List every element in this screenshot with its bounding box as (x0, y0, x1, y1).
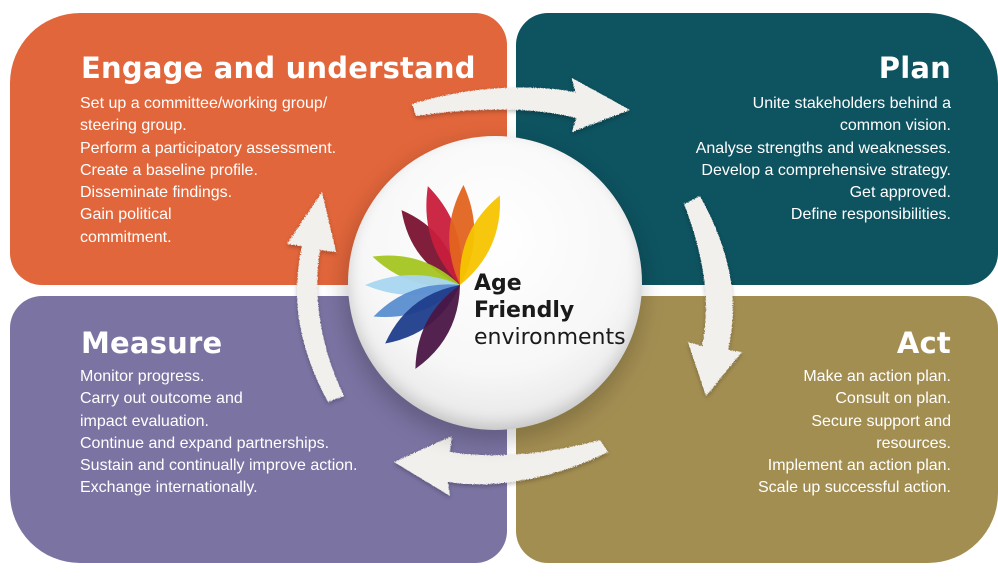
engage-item: Disseminate findings. (80, 184, 233, 202)
engage-list: Set up a committee/working group/ steeri… (80, 93, 380, 249)
age-friendly-logo-text: Age Friendly environments (474, 270, 626, 351)
engage-quadrant: Engage and understand Set up a committee… (10, 13, 507, 285)
logo-petal (385, 285, 460, 344)
act-list: Make an action plan. Consult on plan. Se… (651, 366, 951, 500)
engage-item: Perform a participatory assessment. (80, 139, 337, 157)
arrow-act-to-measure (394, 436, 608, 496)
act-item: Scale up successful action. (758, 479, 951, 497)
arrow-measure-to-engage (287, 192, 344, 402)
measure-quadrant: Measure Monitor progress. Carry out outc… (10, 296, 507, 563)
measure-item: Sustain and continually improve action. (80, 457, 358, 475)
logo-petal (459, 195, 501, 285)
logo-line-age: Age (474, 271, 522, 296)
plan-item: Unite stakeholders behind a common visio… (752, 95, 951, 135)
plan-item: Develop a comprehensive strategy. (701, 161, 951, 179)
arrow-engage-to-plan (412, 78, 630, 132)
logo-petals (365, 185, 501, 369)
engage-item: Set up a committee/working group/ steeri… (80, 95, 328, 135)
act-item: Secure support and resources. (811, 412, 951, 452)
measure-item: Monitor progress. (80, 368, 205, 385)
measure-item: Exchange internationally. (80, 479, 258, 497)
plan-item: Analyse strengths and weaknesses. (695, 139, 951, 157)
plan-title: Plan (878, 51, 951, 85)
engage-item: Gain political commitment. (80, 206, 172, 246)
logo-line-friendly: Friendly (474, 298, 575, 323)
arrow-plan-to-act (684, 196, 742, 396)
measure-item: Continue and expand partnerships. (80, 434, 330, 452)
cycle-arrows (287, 78, 742, 496)
plan-quadrant: Plan Unite stakeholders behind a common … (516, 13, 998, 285)
engage-item: Create a baseline profile. (80, 161, 258, 179)
plan-item: Define responsibilities. (790, 206, 951, 224)
act-title: Act (896, 326, 951, 360)
logo-line-environments: environments (474, 325, 626, 350)
measure-title: Measure (81, 326, 223, 360)
act-item: Make an action plan. (803, 368, 951, 385)
engage-title: Engage and understand (81, 51, 476, 85)
act-item: Implement an action plan. (767, 457, 951, 475)
plan-list: Unite stakeholders behind a common visio… (651, 93, 951, 227)
logo-petal (415, 285, 460, 369)
measure-item: Carry out outcome and impact evaluation. (80, 390, 243, 430)
act-item: Consult on plan. (835, 390, 951, 408)
measure-list: Monitor progress. Carry out outcome and … (80, 366, 410, 500)
plan-item: Get approved. (849, 184, 951, 202)
